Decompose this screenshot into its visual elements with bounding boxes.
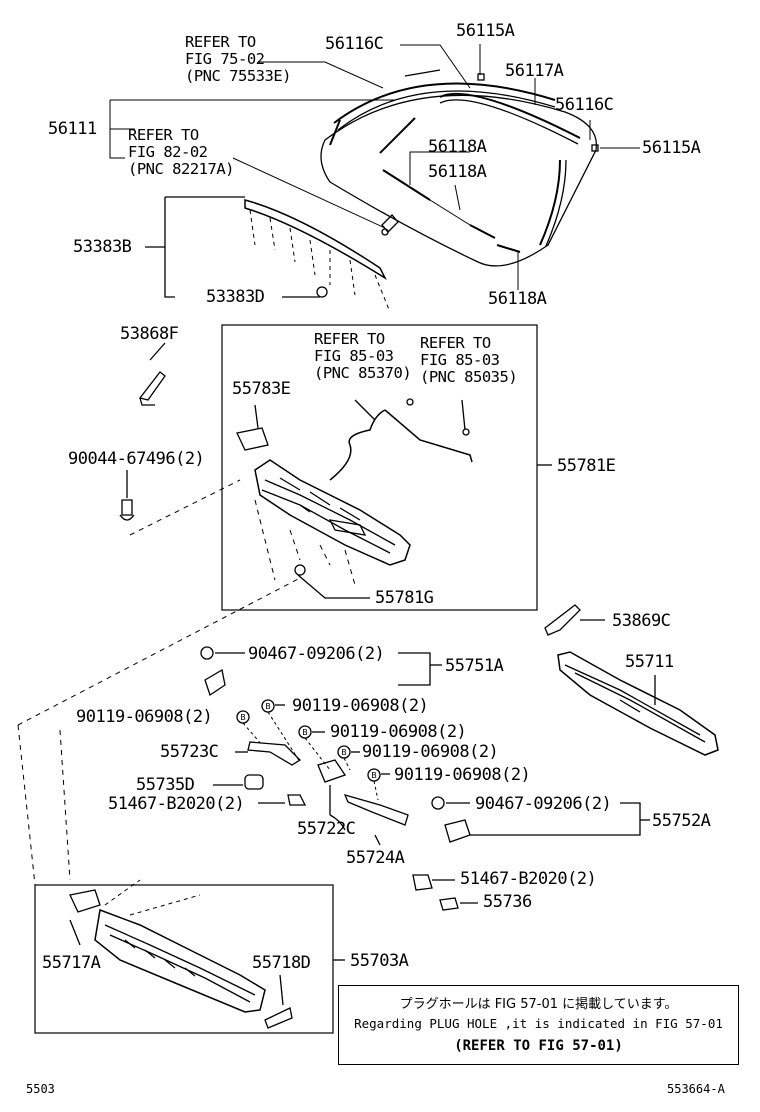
part-53868f: 53868F <box>120 324 179 344</box>
part-55751a: 55751A <box>445 656 504 676</box>
svg-text:B: B <box>341 748 347 757</box>
part-53383d: 53383D <box>206 287 265 307</box>
part-56118a-1: 56118A <box>428 137 487 157</box>
footer-page-code: 5503 <box>26 1082 55 1096</box>
part-51467-b2020-left: 51467-B2020(2) <box>108 794 245 814</box>
windshield-lower-panel <box>145 196 391 313</box>
refer-to-fig-75-02: REFER TO FIG 75-02 (PNC 75533E) <box>185 33 291 85</box>
part-90467-09206-top: 90467-09206(2) <box>248 644 385 664</box>
part-90119-06908-d: 90119-06908(2) <box>362 742 499 762</box>
part-55752a: 55752A <box>652 811 711 831</box>
svg-text:B: B <box>302 728 308 737</box>
part-56111: 56111 <box>48 119 97 139</box>
part-53869c: 53869C <box>612 611 671 631</box>
note-refer-text: (REFER TO FIG 57-01) <box>454 1038 623 1054</box>
part-56118a-2: 56118A <box>428 162 487 182</box>
plug-hole-note-box: プラグホールは FIG 57-01 に掲載しています。 Regarding PL… <box>338 985 739 1065</box>
part-55735d: 55735D <box>136 775 195 795</box>
part-90119-06908-e: 90119-06908(2) <box>394 765 531 785</box>
part-55781g: 55781G <box>375 588 434 608</box>
part-53383b: 53383B <box>73 237 132 257</box>
part-90467-09206-right: 90467-09206(2) <box>475 794 612 814</box>
part-90119-06908-b: 90119-06908(2) <box>76 707 213 727</box>
svg-text:B: B <box>371 771 377 780</box>
part-56116c-right: 56116C <box>555 95 614 115</box>
cowl-louver-panel <box>69 889 266 1013</box>
part-55711: 55711 <box>625 652 674 672</box>
part-51467-b2020-right: 51467-B2020(2) <box>460 869 597 889</box>
svg-text:B: B <box>265 702 271 711</box>
cowl-top-panel <box>254 459 411 566</box>
refer-to-fig-82-02: REFER TO FIG 82-02 (PNC 82217A) <box>128 126 234 178</box>
cowl-lower-panel <box>557 651 719 756</box>
note-japanese-text: プラグホールは FIG 57-01 に掲載しています。 <box>399 997 678 1012</box>
refer-to-fig-85-03-a: REFER TO FIG 85-03 (PNC 85370) <box>314 330 412 382</box>
part-55718d: 55718D <box>252 953 311 973</box>
footer-figure-id: 553664-A <box>667 1082 725 1096</box>
part-56117a: 56117A <box>505 61 564 81</box>
windshield-glass <box>320 69 599 267</box>
part-55723c: 55723C <box>160 742 219 762</box>
refer-to-fig-85-03-b: REFER TO FIG 85-03 (PNC 85035) <box>420 334 518 386</box>
part-55736: 55736 <box>483 892 532 912</box>
part-56115a-top: 56115A <box>456 21 515 41</box>
part-90119-06908-c: 90119-06908(2) <box>330 722 467 742</box>
part-55703a: 55703A <box>350 951 409 971</box>
part-55722c: 55722C <box>297 819 356 839</box>
part-55783e: 55783E <box>232 379 291 399</box>
part-90044-67496: 90044-67496(2) <box>68 449 205 469</box>
part-55717a: 55717A <box>42 953 101 973</box>
note-english-text: Regarding PLUG HOLE ,it is indicated in … <box>354 1016 723 1031</box>
part-90119-06908-a: 90119-06908(2) <box>292 696 429 716</box>
svg-text:B: B <box>240 713 246 722</box>
part-56116c-top: 56116C <box>325 34 384 54</box>
part-56118a-3: 56118A <box>488 289 547 309</box>
part-55781e: 55781E <box>557 456 616 476</box>
part-55724a: 55724A <box>346 848 405 868</box>
part-56115a-right: 56115A <box>642 138 701 158</box>
